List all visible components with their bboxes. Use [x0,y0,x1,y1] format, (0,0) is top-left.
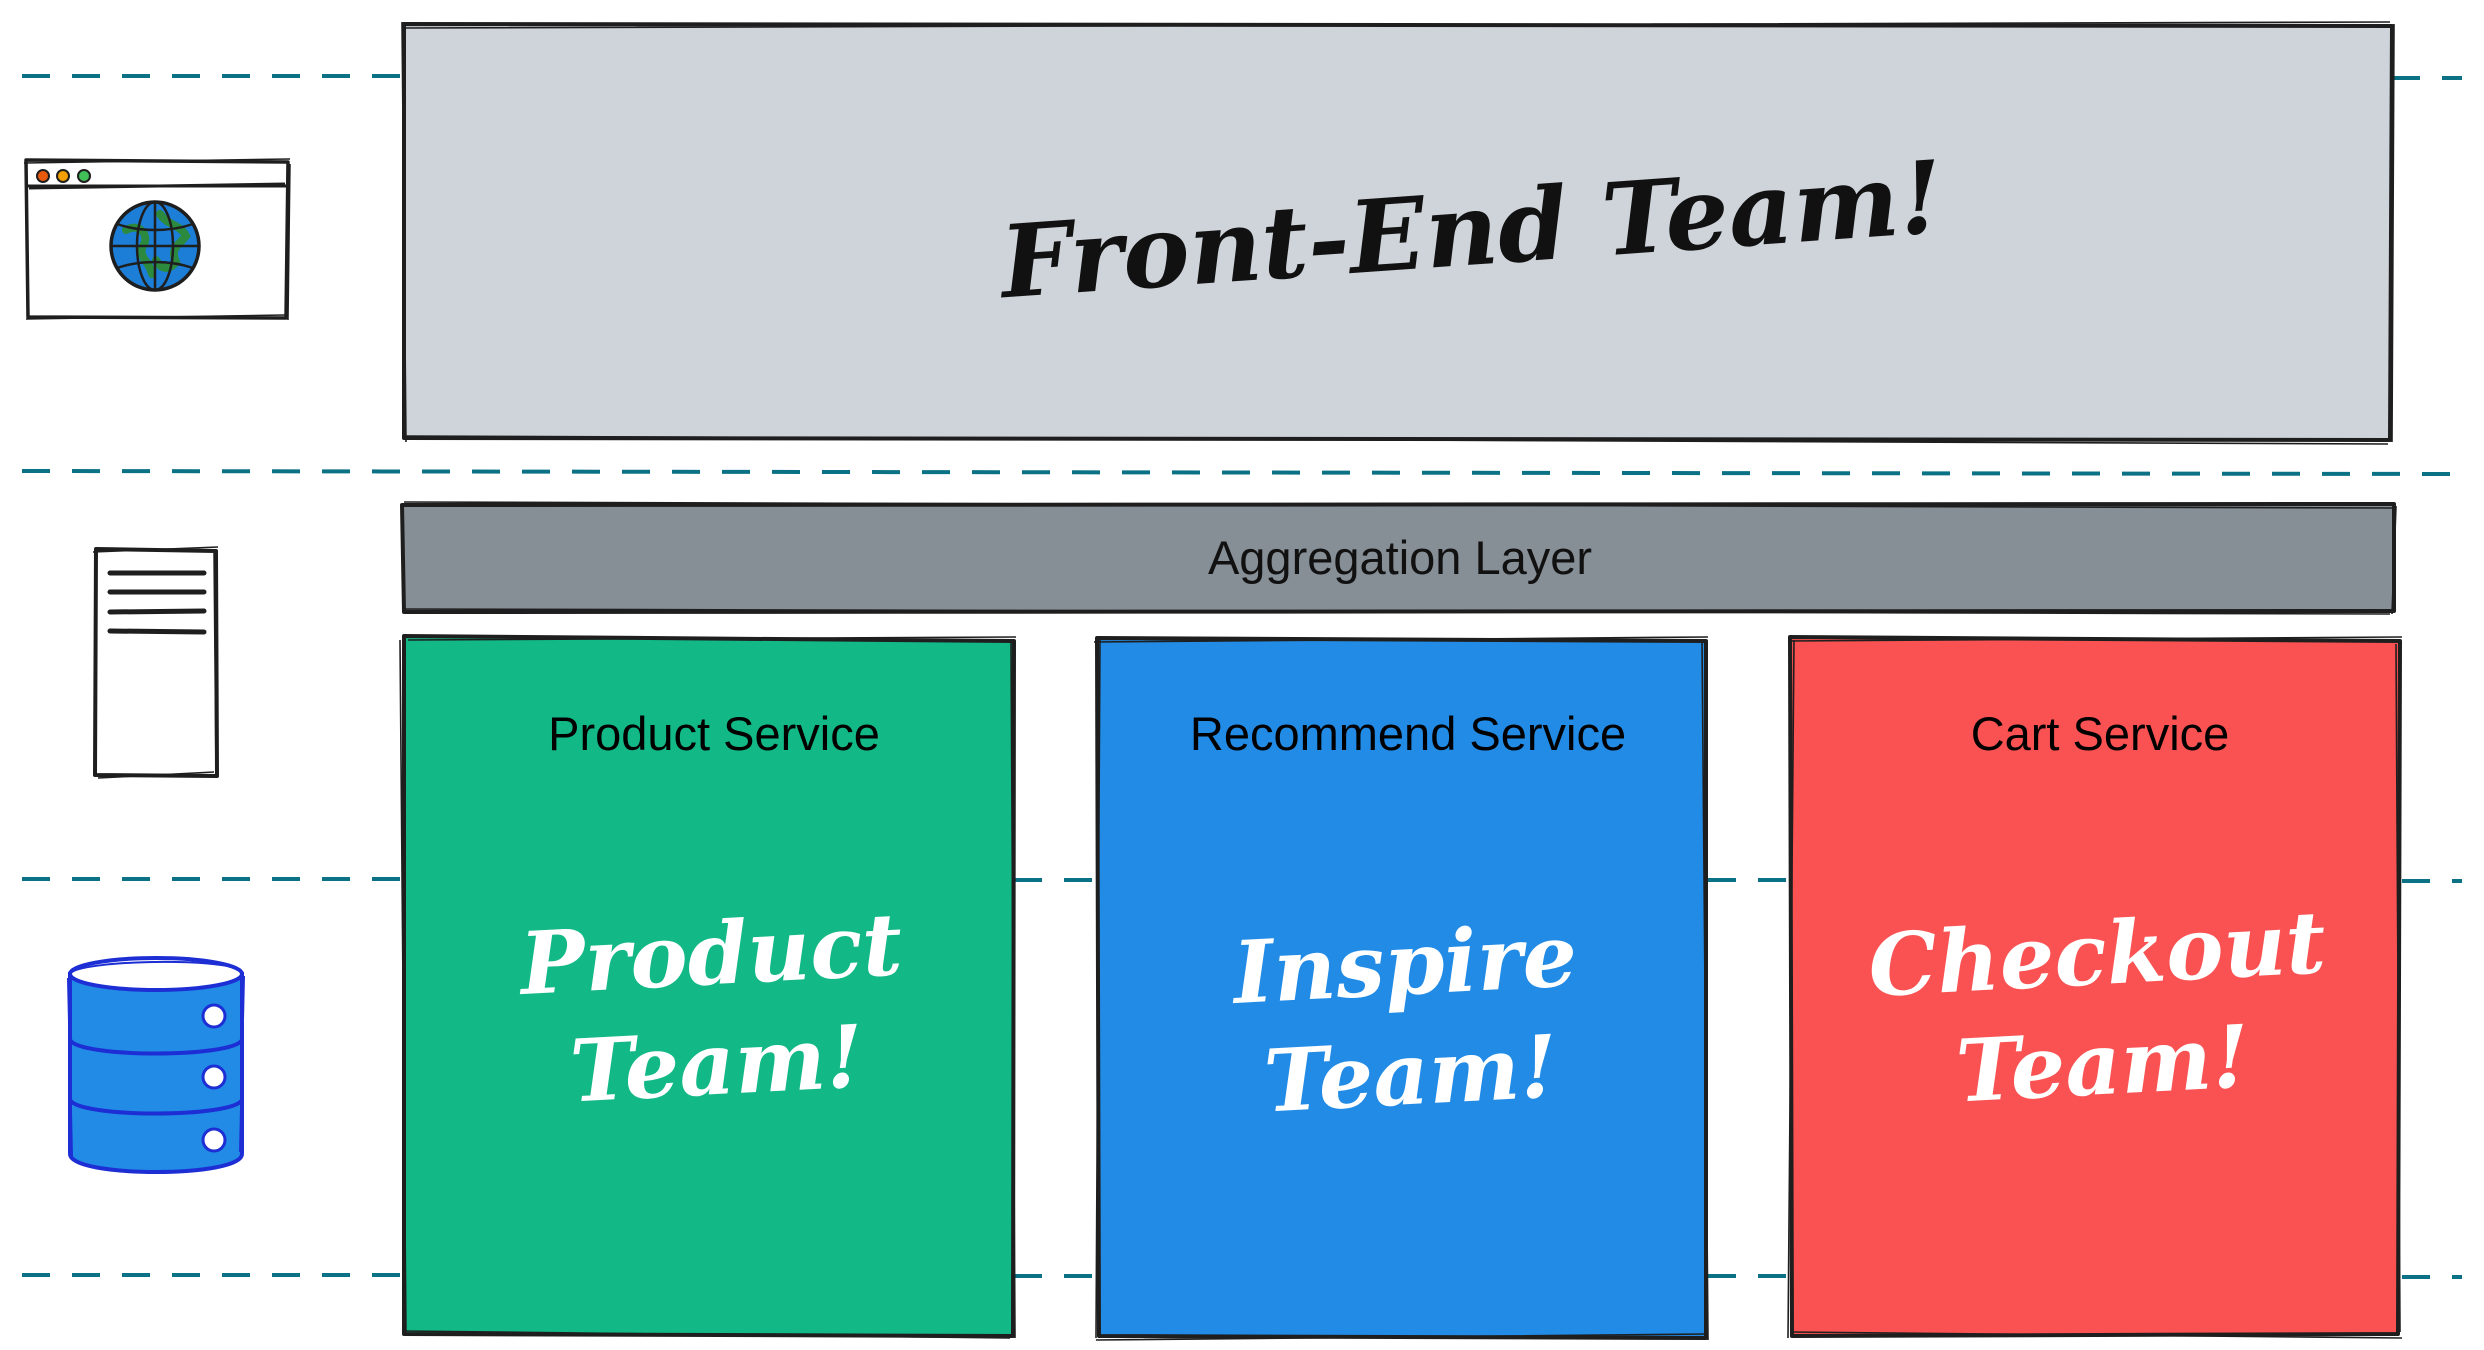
globe-icon [109,200,201,292]
cart-service-label: Cart Service [1970,707,2230,760]
cart-service-box [1787,635,2403,1339]
database-icon [67,956,245,1174]
database-disk-indicator [201,1003,227,1029]
browser-minimize-dot [56,169,70,183]
browser-title-bar [27,182,287,190]
product-service-label: Product Service [548,707,880,760]
server-document-icon [92,546,219,779]
product-team-title: Product Team! [517,894,905,1123]
divider-frontend-backend [21,469,2463,476]
database-top [68,956,244,992]
aggregation-box [400,501,2397,615]
tier-dividers [21,74,2463,1279]
server-lines [107,570,207,635]
database-disk-indicator [201,1127,227,1153]
inspire-team-title: Inspire Team! [1230,905,1580,1133]
database-body [68,972,244,1174]
browser-globe-icon [23,158,291,321]
aggregation-box-fill [400,502,2396,614]
frontend-box [401,21,2395,445]
recommend-service-label: Recommend Service [1189,707,1627,760]
recommend-service-box [1093,635,1709,1341]
database-dividers [68,1038,244,1116]
aggregation-layer-label: Aggregation Layer [1207,531,1593,584]
database-disk-indicator [201,1064,227,1090]
browser-maximize-dot [77,169,91,183]
checkout-team-title: Checkout Team! [1866,892,2329,1123]
browser-close-dot [36,169,50,183]
divider-top [22,74,2462,80]
product-service-box [399,634,1017,1339]
